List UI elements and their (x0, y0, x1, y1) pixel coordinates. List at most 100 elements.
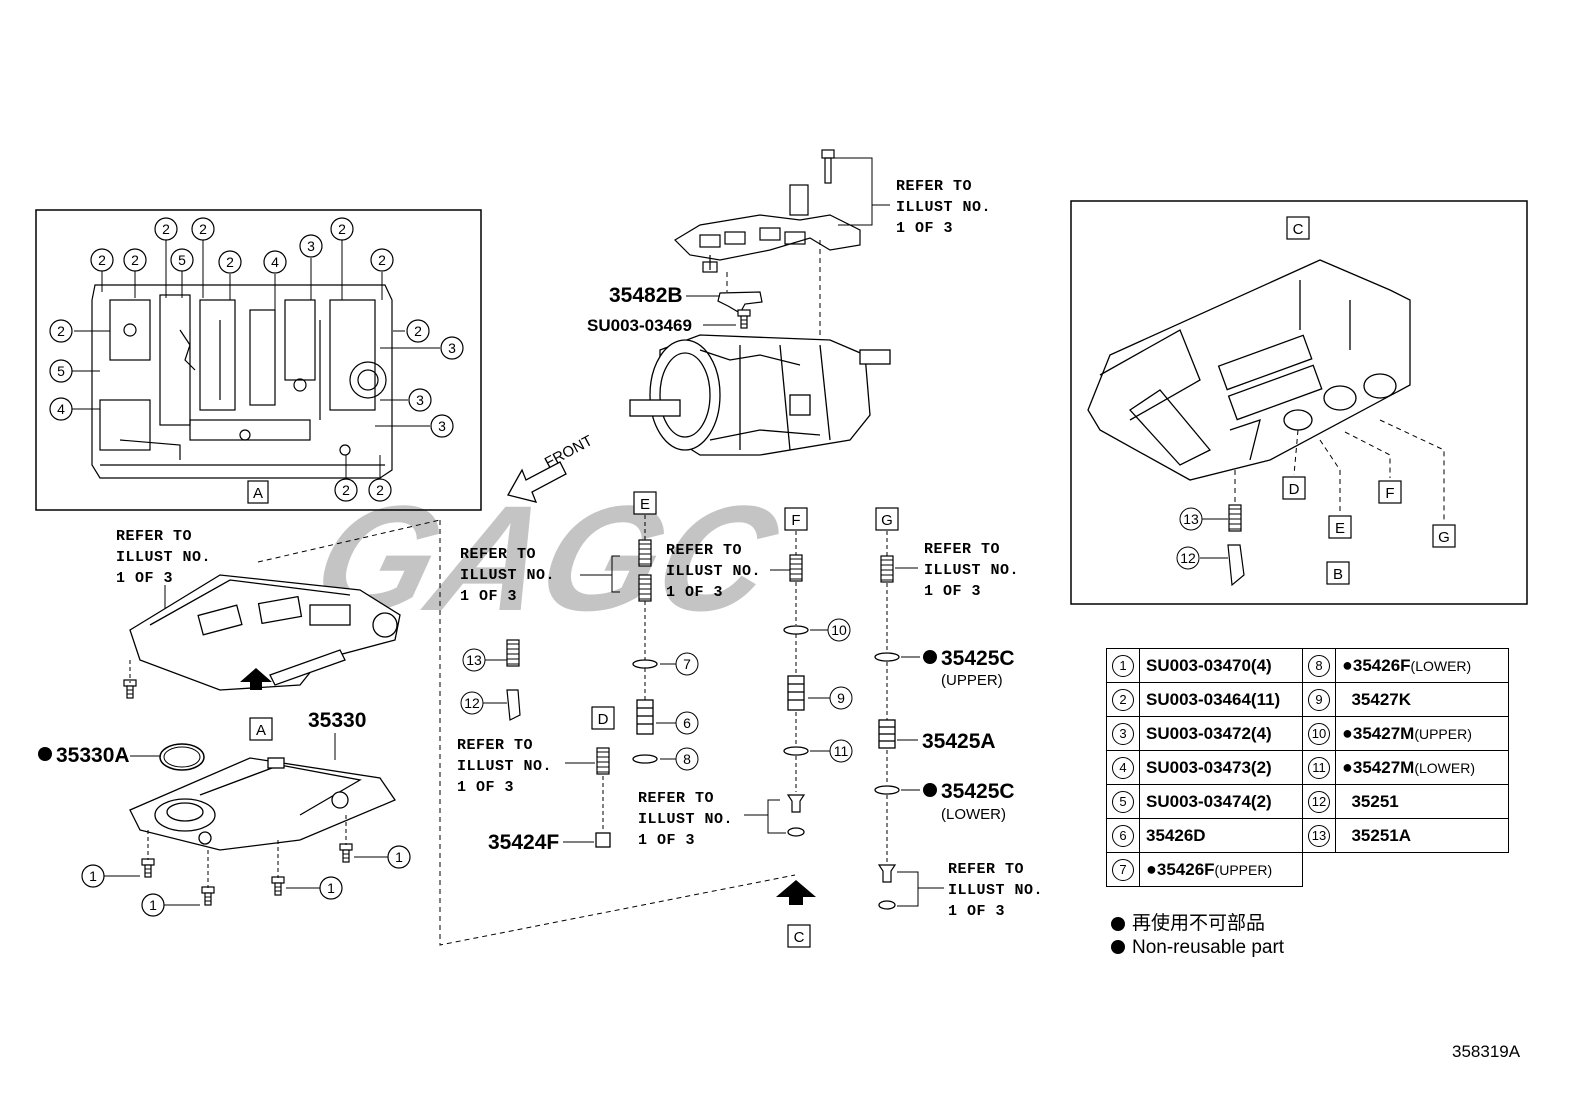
svg-text:G: G (1438, 529, 1450, 546)
note-jp: 再使用不可部品 (1132, 913, 1266, 934)
part-35425c-lower: 35425C (941, 780, 1015, 803)
part-35425c-upper: 35425C (941, 647, 1015, 670)
svg-text:13: 13 (466, 652, 482, 668)
svg-text:ILLUST NO.: ILLUST NO. (948, 882, 1043, 899)
svg-text:D: D (1289, 481, 1300, 498)
refer-note-f-lower: REFER TO ILLUST NO. 1 OF 3 (638, 790, 733, 849)
svg-text:1 OF 3: 1 OF 3 (460, 588, 517, 605)
svg-text:12: 12 (1180, 550, 1196, 566)
valve-body-frame (35, 209, 482, 511)
non-reusable-note: 再使用不可部品 Non-reusable part (1110, 912, 1284, 960)
part-35424f: 35424F (488, 831, 559, 854)
legend-row: 2 SU003-03464(11) 9 35427K (1106, 682, 1509, 717)
svg-text:1 OF 3: 1 OF 3 (457, 779, 514, 796)
upper-label: (UPPER) (941, 672, 1003, 689)
svg-text:3: 3 (307, 238, 315, 254)
svg-text:5: 5 (57, 363, 65, 379)
svg-text:ILLUST NO.: ILLUST NO. (666, 563, 761, 580)
svg-text:B: B (1333, 566, 1343, 583)
lower-box-labels: D F E G B (1282, 476, 1456, 585)
svg-text:ILLUST NO.: ILLUST NO. (457, 758, 552, 775)
box-label-f: F (791, 512, 800, 529)
lower-valve-frame (1070, 200, 1528, 605)
legend-row: 3 SU003-03472(4) 10 ●35427M(UPPER) (1106, 716, 1509, 751)
part-35330a: 35330A (56, 744, 130, 767)
front-label: FRONT (542, 432, 596, 471)
svg-text:8: 8 (683, 751, 691, 767)
legend-row: 4 SU003-03473(2) 11 ●35427M(LOWER) (1106, 750, 1509, 785)
svg-text:1: 1 (395, 849, 403, 865)
box-label-c-top: C (1293, 221, 1304, 238)
svg-text:2: 2 (199, 221, 207, 237)
legend-row: 6 35426D 13 35251A (1106, 818, 1509, 853)
svg-text:2: 2 (378, 252, 386, 268)
svg-text:ILLUST NO.: ILLUST NO. (896, 199, 991, 216)
svg-text:3: 3 (416, 392, 424, 408)
svg-text:3: 3 (448, 340, 456, 356)
illustration-code: 358319A (1452, 1042, 1521, 1061)
refer-note-g: REFER TO ILLUST NO. 1 OF 3 (924, 541, 1019, 600)
svg-text:2: 2 (376, 482, 384, 498)
refer-note-d: REFER TO ILLUST NO. 1 OF 3 (457, 737, 552, 796)
box-label-d: D (598, 711, 609, 728)
transmission-illustration (629, 334, 891, 456)
svg-text:F: F (1385, 485, 1394, 502)
svg-text:1: 1 (149, 897, 157, 913)
svg-text:5: 5 (178, 252, 186, 268)
svg-text:2: 2 (131, 252, 139, 268)
svg-text:1 OF 3: 1 OF 3 (666, 584, 723, 601)
oil-strainer-illustration (129, 757, 396, 851)
box-label-a: A (253, 485, 263, 502)
svg-text:2: 2 (57, 323, 65, 339)
svg-text:4: 4 (57, 401, 65, 417)
parts-legend-table: 1 SU003-03470(4) 8 ●35426F(LOWER) 2 SU00… (1106, 648, 1509, 887)
legend-row: 5 SU003-03474(2) 12 35251 (1106, 784, 1509, 819)
svg-text:ILLUST NO.: ILLUST NO. (638, 811, 733, 828)
svg-text:6: 6 (683, 715, 691, 731)
svg-text:2: 2 (98, 252, 106, 268)
svg-text:7: 7 (683, 656, 691, 672)
svg-text:10: 10 (831, 622, 847, 638)
box-label-a-2: A (256, 722, 266, 739)
svg-text:ILLUST NO.: ILLUST NO. (460, 567, 555, 584)
part-35330: 35330 (308, 709, 366, 732)
box-label-c-bottom: C (794, 929, 805, 946)
refer-note-g-lower: REFER TO ILLUST NO. 1 OF 3 (948, 861, 1043, 920)
svg-text:ILLUST NO.: ILLUST NO. (116, 549, 211, 566)
svg-text:2: 2 (414, 323, 422, 339)
svg-text:REFER TO: REFER TO (924, 541, 1000, 558)
svg-text:1 OF 3: 1 OF 3 (116, 570, 173, 587)
note-en: Non-reusable part (1132, 937, 1285, 958)
harness-illustration (674, 149, 861, 273)
svg-text:REFER TO: REFER TO (460, 546, 536, 563)
box-label-g: G (881, 512, 893, 529)
lower-label: (LOWER) (941, 806, 1006, 823)
svg-text:1 OF 3: 1 OF 3 (948, 903, 1005, 920)
svg-text:4: 4 (271, 254, 279, 270)
svg-text:1 OF 3: 1 OF 3 (896, 220, 953, 237)
part-35482b: 35482B (609, 284, 683, 307)
refer-note-f: REFER TO ILLUST NO. 1 OF 3 (666, 542, 761, 601)
svg-text:11: 11 (834, 743, 849, 759)
svg-text:REFER TO: REFER TO (948, 861, 1024, 878)
svg-text:REFER TO: REFER TO (896, 178, 972, 195)
svg-text:2: 2 (338, 221, 346, 237)
svg-text:1 OF 3: 1 OF 3 (924, 583, 981, 600)
svg-text:3: 3 (438, 418, 446, 434)
svg-text:E: E (1335, 520, 1345, 537)
svg-text:2: 2 (342, 482, 350, 498)
svg-text:12: 12 (464, 695, 480, 711)
part-su003-03469: SU003-03469 (587, 316, 692, 335)
svg-text:2: 2 (162, 221, 170, 237)
svg-text:REFER TO: REFER TO (666, 542, 742, 559)
svg-text:13: 13 (1183, 511, 1199, 527)
lower-valve-illustration (1087, 259, 1411, 481)
svg-text:9: 9 (837, 690, 845, 706)
svg-text:1: 1 (89, 868, 97, 884)
refer-note-valve: REFER TO ILLUST NO. 1 OF 3 (116, 528, 211, 587)
strainer-bolts (141, 843, 353, 906)
box-label-e: E (640, 496, 650, 513)
svg-text:1 OF 3: 1 OF 3 (638, 832, 695, 849)
